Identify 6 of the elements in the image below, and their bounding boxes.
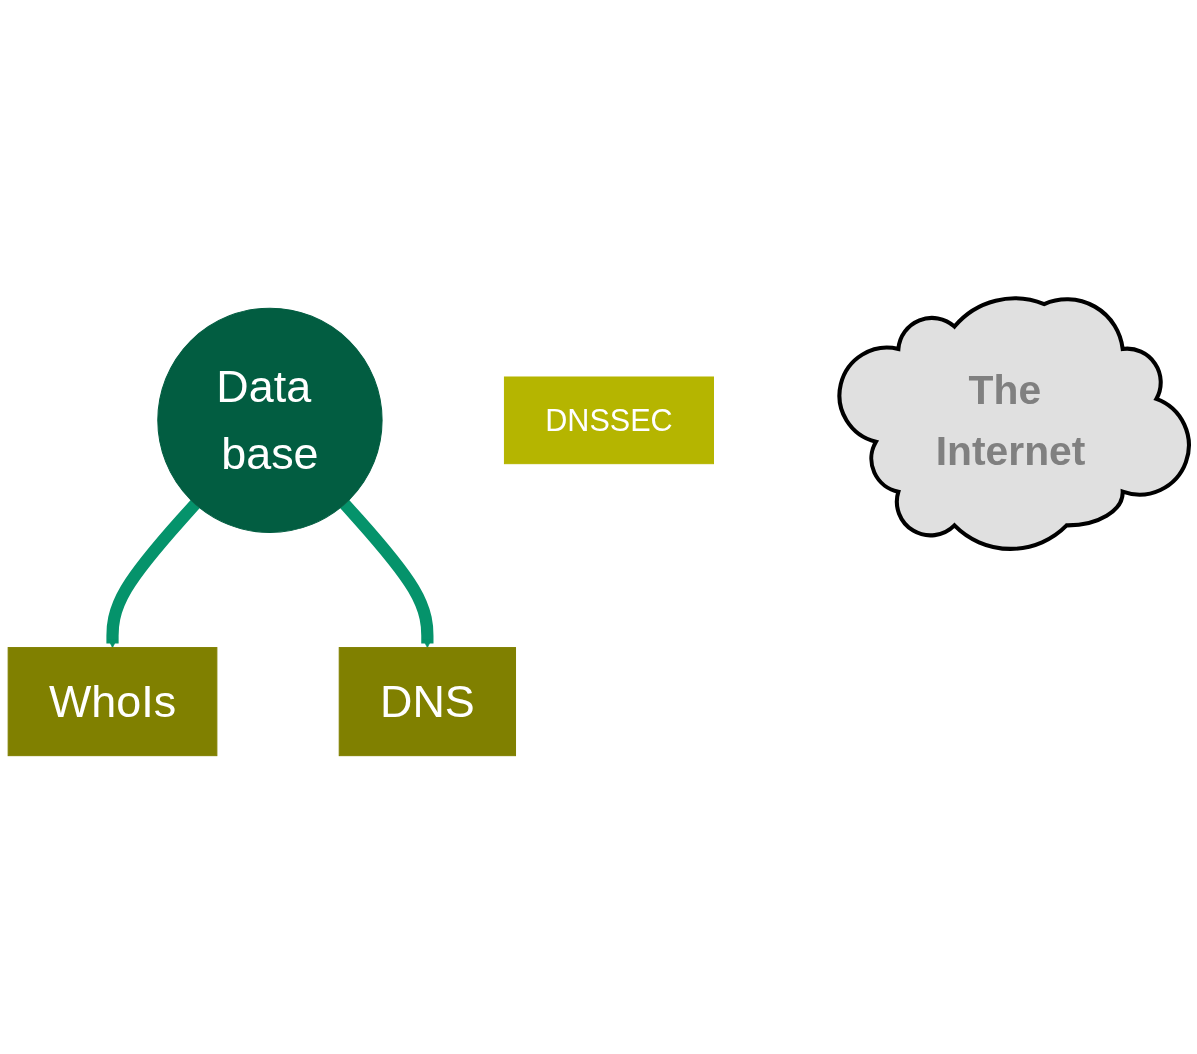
node-box: WhoIs — [7, 647, 218, 757]
arrow — [340, 499, 434, 648]
node-circle: Data base — [157, 307, 383, 533]
arrow — [106, 499, 200, 648]
node-box: DNS — [338, 647, 517, 757]
node-box: DNSSEC — [503, 376, 714, 465]
